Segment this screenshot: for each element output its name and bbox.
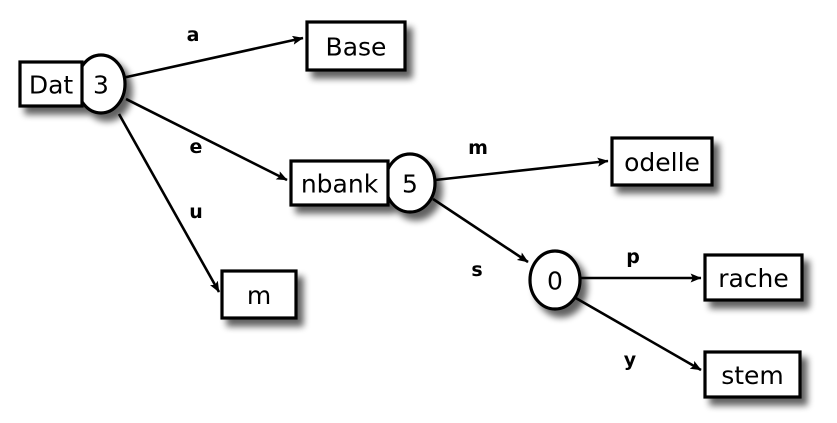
node-rect-odelle[interactable]: [610, 136, 714, 187]
node-rect-label-odelle: odelle: [624, 148, 700, 177]
edges-layer: [117, 35, 702, 372]
edge-line-e: [125, 97, 288, 182]
edge-a: [121, 35, 304, 80]
node-m_box[interactable]: [220, 269, 298, 320]
node-rect-base[interactable]: [305, 20, 407, 72]
edge-line-a: [121, 35, 304, 80]
edge-line-s: [432, 197, 529, 264]
node-rect-label-m_box: m: [247, 281, 271, 310]
edge-label-a: a: [187, 24, 200, 46]
node-rect-label-stem: stem: [721, 361, 784, 390]
node-labels-n5: nbank 5: [301, 170, 418, 199]
node-rect-n3[interactable]: [18, 60, 84, 108]
node-rect-rache[interactable]: [703, 253, 804, 302]
node-labels-rache: rache: [718, 264, 789, 293]
node-labels-n0: 0: [547, 267, 563, 296]
edge-labels-layer: a e u m s p y: [187, 24, 640, 371]
node-rect-label-n5: nbank: [301, 170, 379, 199]
edge-m: [434, 157, 609, 182]
edge-label-e: e: [190, 136, 203, 158]
node-ellipse-label-n5: 5: [402, 170, 418, 199]
node-rect-label-n3: Dat: [29, 71, 74, 100]
edge-line-y: [573, 295, 702, 372]
node-labels-base: Base: [326, 33, 387, 62]
node-rect-label-rache: rache: [718, 264, 789, 293]
edge-line-m: [434, 157, 609, 182]
node-n5[interactable]: [289, 152, 437, 214]
node-rect-m_box[interactable]: [220, 269, 298, 320]
edge-label-s: s: [471, 259, 482, 281]
node-labels-n3: Dat 3: [29, 71, 109, 100]
node-n0[interactable]: [528, 249, 582, 311]
edge-label-m: m: [468, 137, 488, 159]
edge-line-u: [117, 113, 221, 293]
edge-label-u: u: [189, 201, 203, 223]
node-labels-stem: stem: [721, 361, 784, 390]
node-ellipse-label-n0: 0: [547, 267, 563, 296]
edge-y: [573, 295, 702, 372]
node-rect-n5[interactable]: [289, 159, 390, 207]
node-labels-m_box: m: [247, 281, 271, 310]
node-base[interactable]: [305, 20, 407, 72]
node-labels-odelle: odelle: [624, 148, 700, 177]
edge-u: [117, 113, 221, 293]
node-n3[interactable]: [18, 53, 127, 115]
node-ellipse-n0[interactable]: [528, 249, 582, 311]
node-ellipse-label-n3: 3: [93, 71, 109, 100]
node-rache[interactable]: [703, 253, 804, 302]
nodes-layer: Dat 3 Base nbank 5 m odelle 0 rache stem: [18, 20, 804, 399]
node-stem[interactable]: [703, 350, 802, 399]
edge-e: [125, 97, 288, 182]
edge-label-y: y: [624, 349, 637, 371]
node-odelle[interactable]: [610, 136, 714, 187]
node-rect-label-base: Base: [326, 33, 387, 62]
node-rect-stem[interactable]: [703, 350, 802, 399]
edge-label-p: p: [626, 246, 640, 268]
edge-s: [432, 197, 529, 264]
